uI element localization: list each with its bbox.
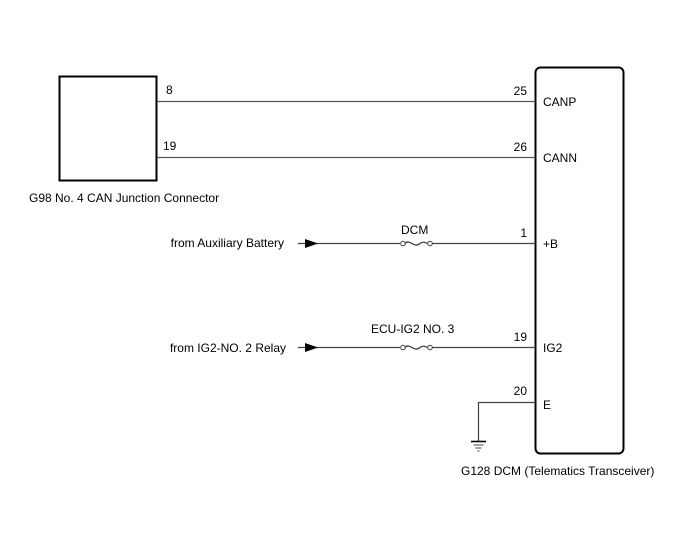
pin-label: 20 bbox=[513, 384, 527, 398]
fuse-label: DCM bbox=[401, 223, 429, 237]
pin-label: 19 bbox=[163, 139, 177, 153]
pin-label: 19 bbox=[513, 330, 527, 344]
junction-connector-box bbox=[58, 75, 158, 182]
source-label: from IG2-NO. 2 Relay bbox=[169, 341, 286, 355]
arrow-icon bbox=[305, 343, 318, 352]
arrow-icon bbox=[305, 239, 318, 248]
terminal-label: CANP bbox=[543, 95, 577, 109]
fuse-label: ECU-IG2 NO. 3 bbox=[371, 322, 455, 336]
fuse-icon bbox=[400, 240, 433, 247]
ground-icon bbox=[471, 440, 486, 452]
dcm-label: G128 DCM (Telematics Transceiver) bbox=[461, 464, 655, 478]
pin-label: 25 bbox=[513, 84, 527, 98]
pin-label: 1 bbox=[520, 226, 527, 240]
terminal-label: IG2 bbox=[543, 341, 563, 355]
wire-ground bbox=[471, 401, 535, 452]
wire-ig2 bbox=[298, 343, 535, 352]
terminal-label: +B bbox=[543, 237, 559, 251]
terminal-label: E bbox=[543, 398, 552, 412]
source-label: from Auxiliary Battery bbox=[170, 236, 284, 250]
junction-connector-label: G98 No. 4 CAN Junction Connector bbox=[29, 191, 220, 205]
dcm-box bbox=[534, 66, 625, 455]
pin-label: 8 bbox=[166, 83, 173, 97]
terminal-label: CANN bbox=[543, 151, 578, 165]
fuse-icon bbox=[400, 344, 433, 351]
pin-label: 26 bbox=[513, 140, 527, 154]
wire-plus-b bbox=[298, 239, 535, 248]
